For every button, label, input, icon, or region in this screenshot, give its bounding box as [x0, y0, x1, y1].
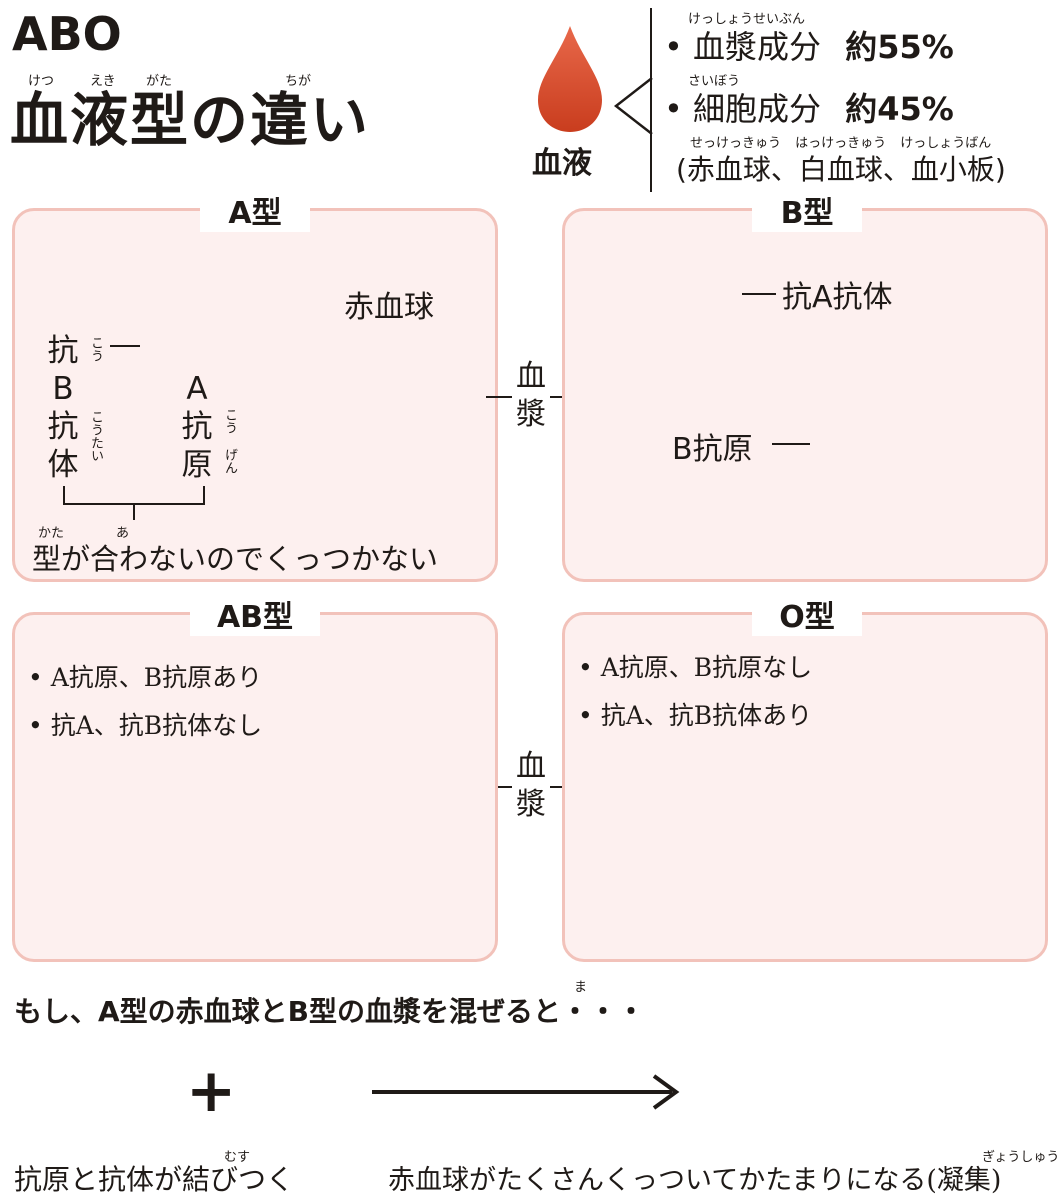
- b-antigen: [792, 416, 830, 460]
- ruby-anti-b-kou: こう: [88, 336, 103, 362]
- anti-b-char: 抗: [47, 409, 79, 445]
- anti-b-vertical-label: 抗 B 抗 体: [46, 332, 80, 484]
- anti-b-leader: [110, 345, 140, 347]
- ab-bullet-text: A抗原、B抗原あり: [50, 663, 263, 692]
- ab-bullet-1: • A抗原、B抗原あり: [28, 658, 262, 694]
- panel-a-note: 型が合わないのでくっつかない: [32, 542, 439, 576]
- ruby-chiga: ちが: [285, 74, 312, 89]
- b-antigen: [938, 416, 976, 460]
- ruby-anti-b-koutai: こうたい: [88, 410, 103, 462]
- b-antigen-leader: [772, 443, 810, 445]
- b-antigen: [194, 878, 234, 920]
- anti-b-char: B: [52, 371, 74, 407]
- ruby-cell-detail: せっけっきゅう はっけっきゅう けっしょうばん: [690, 136, 992, 151]
- o-bullet-text: 抗A、抗B抗体あり: [600, 701, 813, 730]
- b-antigen-label: B抗原: [672, 432, 753, 467]
- plasma-percent: 約55%: [845, 28, 954, 66]
- compare-bracket: [63, 486, 205, 520]
- bullet-dot: •: [578, 653, 593, 682]
- o-bullet-text: A抗原、B抗原なし: [600, 653, 813, 682]
- ruby-gata: がた: [146, 74, 173, 89]
- o-bullet-2: • 抗A、抗B抗体あり: [578, 696, 812, 732]
- panel-o-title: O型: [752, 600, 862, 636]
- cell-percent: 約45%: [845, 90, 954, 128]
- panel-b-title: B型: [752, 196, 862, 232]
- result-caption: 赤血球がたくさんくっついてかたまりになる(凝集): [388, 1165, 1002, 1196]
- ruby-a: あ: [116, 526, 130, 541]
- panel-type-a: [12, 208, 498, 582]
- b-antigen: [908, 502, 946, 546]
- title-blood-type-difference: 血液型の違い: [10, 86, 371, 154]
- red-blood-cell: [190, 776, 326, 912]
- panel-ab-title: AB型: [190, 600, 320, 636]
- b-antigen: [822, 502, 860, 546]
- anti-b-char: 体: [47, 447, 79, 483]
- plus-sign: +: [186, 1056, 237, 1126]
- clustered-rbc: [774, 928, 874, 1018]
- a-antigen-char: A: [186, 371, 208, 407]
- ruby-plasma: けっしょうせいぶん: [688, 12, 806, 27]
- panel-type-b: [562, 208, 1048, 582]
- plasma-char: 血: [516, 359, 546, 394]
- red-blood-cell: [290, 362, 426, 498]
- b-antigen: [860, 372, 908, 412]
- ruby-eki: えき: [90, 74, 116, 89]
- rbc-label: 赤血球: [344, 290, 434, 325]
- ruby-ma: ま: [574, 980, 588, 995]
- a-antigen-char: 原: [181, 447, 213, 483]
- bullet-dot: •: [28, 711, 43, 740]
- title-abo: ABO: [12, 7, 122, 61]
- bullet-cell: • 細胞成分 約45%: [664, 84, 954, 130]
- ruby-cell: さいぼう: [688, 74, 741, 89]
- anti-a-label: 抗A抗体: [782, 280, 893, 315]
- blood-label: 血液: [532, 146, 592, 181]
- a-antigen-vertical-label: A 抗 原: [180, 370, 214, 484]
- bullet-dot: •: [28, 663, 43, 692]
- anti-a-arm: [812, 1018, 836, 1044]
- red-blood-cell: [818, 402, 950, 534]
- cell-detail: (赤血球、白血球、血小板): [676, 153, 1006, 186]
- bind-caption: 抗原と抗体が結びつく: [14, 1163, 295, 1196]
- plasma-char: 血: [516, 749, 546, 784]
- o-bullet-1: • A抗原、B抗原なし: [578, 648, 812, 684]
- anti-b-char: 抗: [47, 333, 79, 369]
- ruby-ketsu: けつ: [28, 74, 55, 89]
- bullet-plasma: • 血漿成分 約55%: [664, 22, 954, 68]
- bullet-dot: •: [578, 701, 593, 730]
- divider-vertical: [650, 8, 652, 192]
- clustered-rbc: [858, 1056, 950, 1158]
- plasma-label: 血漿成分: [693, 28, 822, 66]
- branch-bracket: [613, 77, 653, 135]
- red-blood-cell: [780, 816, 912, 948]
- ruby-gyoushuu: ぎょうしゅう: [982, 1150, 1059, 1165]
- panel-a-title: A型: [200, 196, 310, 232]
- a-antigen-char: 抗: [181, 409, 213, 445]
- plasma-connector-top: 血 漿: [486, 358, 576, 438]
- blood-drop-icon: [538, 26, 602, 132]
- ruby-musu: むす: [224, 1150, 251, 1165]
- arrow-right-icon: [372, 1074, 680, 1110]
- ruby-a-antigen-kou: こう: [222, 408, 237, 434]
- mix-question: もし、A型の赤血球とB型の血漿を混ぜると・・・: [14, 995, 646, 1028]
- plasma-char: 漿: [516, 787, 546, 822]
- ruby-a-antigen-gen: げん: [222, 448, 237, 474]
- clustered-rbc: [700, 1056, 792, 1158]
- bullet-dot: •: [664, 90, 683, 128]
- ab-bullet-2: • 抗A、抗B抗体なし: [28, 706, 262, 742]
- ruby-kata: かた: [38, 526, 65, 541]
- plasma-connector-bottom: 血 漿: [486, 748, 576, 828]
- bullet-dot: •: [664, 28, 683, 66]
- ab-bullet-text: 抗A、抗B抗体なし: [50, 711, 263, 740]
- cell-label: 細胞成分: [693, 90, 822, 128]
- anti-a-leader: [742, 293, 776, 295]
- plasma-char: 漿: [516, 397, 546, 432]
- red-blood-cell: [64, 1048, 156, 1140]
